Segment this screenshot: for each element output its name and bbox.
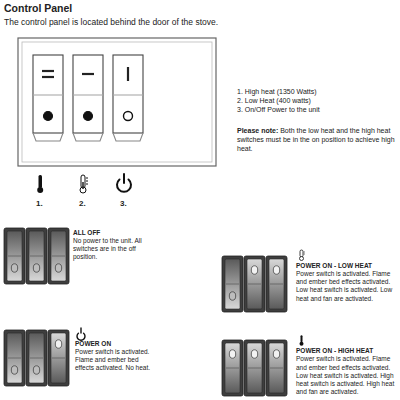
switch-list: 1. High heat (1350 Watts)2. Low Heat (40… [237, 88, 397, 114]
callout-number: 3. [120, 199, 134, 209]
intro-note: The control panel is located behind the … [4, 17, 396, 28]
state-body: Power switch is activated. Flame and emb… [296, 355, 398, 396]
high-heat-icon [37, 175, 43, 193]
switch-list: 3. On/Off Power to the unit [237, 106, 397, 115]
intro-note: The control panel is located behind the … [4, 17, 396, 28]
rocker-switch [266, 256, 287, 312]
rocker-switch [48, 330, 69, 386]
control-panel-frame [18, 38, 216, 166]
rocker-switch-set [222, 340, 287, 396]
state-body: No power to the unit. All switches are i… [73, 237, 151, 261]
power-state-icon [77, 328, 85, 340]
rocker-switch [4, 330, 25, 386]
rocker-switch [266, 340, 287, 396]
state-heading: POWER ON [75, 340, 153, 348]
low-heat-icon [80, 175, 88, 193]
rocker-switch [222, 340, 243, 396]
low-state-icon [300, 250, 306, 261]
callout-number: 1. [36, 199, 50, 209]
rocker-switch-set [4, 228, 69, 284]
state-heading: POWER ON - LOW HEAT [296, 262, 398, 270]
rocker-switch [26, 228, 47, 284]
switch-list: 1. High heat (1350 Watts) [237, 88, 397, 97]
callout-number: 2. [79, 199, 93, 209]
switch-list: 2. Low Heat (400 watts) [237, 97, 397, 106]
state-description: POWER ONPower switch is activated. Flame… [75, 340, 153, 373]
rocker-switch [222, 256, 243, 312]
panel-switches [33, 55, 143, 141]
rocker-switch-set [222, 256, 287, 312]
rocker-switch-set [4, 330, 69, 386]
callout-number: 2. [79, 199, 93, 209]
power-icon [117, 174, 131, 192]
rocker-switch [244, 340, 265, 396]
please-note: Please note:Both the low heat and the hi… [237, 127, 397, 153]
panel-title: Control Panel [4, 2, 72, 15]
state-description: POWER ON - HIGH HEATPower switch is acti… [296, 347, 398, 396]
state-heading: POWER ON - HIGH HEAT [296, 347, 398, 355]
state-body: Power switch is activated. Flame and emb… [75, 348, 153, 372]
please-note: Please note: [237, 127, 278, 134]
state-description: POWER ON - LOW HEATPower switch is activ… [296, 262, 398, 303]
rocker-switch [48, 228, 69, 284]
high-state-icon [300, 335, 304, 346]
rocker-switch [26, 330, 47, 386]
rocker-switch [244, 256, 265, 312]
state-body: Power switch is activated. Flame and emb… [296, 270, 398, 303]
rocker-switch [4, 228, 25, 284]
callout-number: 3. [120, 199, 134, 209]
state-heading: ALL OFF [73, 229, 151, 237]
callout-number: 1. [36, 199, 50, 209]
state-description: ALL OFFNo power to the unit. All switche… [73, 229, 151, 262]
